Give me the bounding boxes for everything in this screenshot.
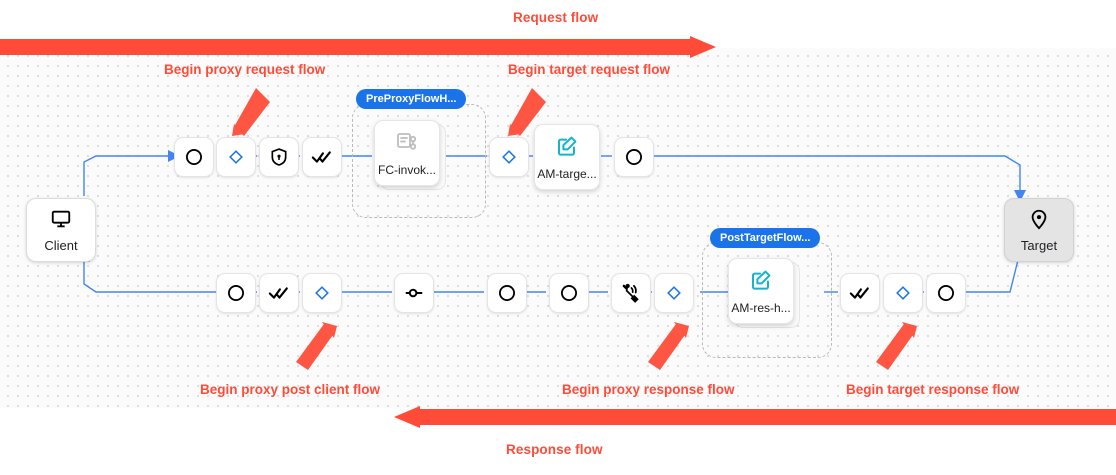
annotation-begin-target-request-flow: Begin target request flow — [508, 62, 671, 77]
annotation-begin-proxy-response-flow: Begin proxy response flow — [562, 382, 735, 397]
annotation-arrow-4 — [648, 322, 689, 370]
request-node-diamond-1[interactable] — [216, 137, 256, 177]
response-node-circle-1[interactable] — [216, 273, 256, 313]
policy-card-am-target[interactable]: AM-targe... — [534, 124, 600, 190]
request-node-circle-2[interactable] — [614, 137, 654, 177]
response-node-diamond-2[interactable] — [654, 273, 694, 313]
double-check-icon — [849, 282, 871, 304]
annotation-arrow-2 — [508, 88, 546, 136]
circle-icon — [936, 283, 956, 303]
request-node-shield-lock[interactable] — [259, 137, 299, 177]
monitor-icon — [50, 208, 72, 233]
response-node-circle-2[interactable] — [487, 273, 527, 313]
circle-icon — [226, 283, 246, 303]
endpoint-target[interactable]: Target — [1004, 198, 1074, 262]
location-pin-icon — [1028, 208, 1050, 233]
flow-callout-icon — [395, 130, 419, 157]
policy-card-fc-invoke[interactable]: FC-invok... — [374, 120, 440, 186]
annotation-arrow-3 — [296, 322, 337, 370]
request-node-diamond-2[interactable] — [489, 137, 529, 177]
shield-lock-icon — [269, 147, 289, 167]
request-flow-bar — [0, 36, 1116, 58]
response-flow-label: Response flow — [506, 442, 603, 457]
request-node-double-check-1[interactable] — [302, 137, 342, 177]
circle-icon — [559, 283, 579, 303]
circle-icon — [497, 283, 517, 303]
assign-message-icon — [749, 268, 773, 295]
response-node-double-check-1[interactable] — [259, 273, 299, 313]
diamond-icon — [227, 148, 245, 166]
endpoint-target-label: Target — [1020, 237, 1058, 253]
key-icon — [403, 282, 425, 304]
spike-arrest-icon — [620, 282, 642, 304]
endpoint-client-label: Client — [44, 237, 78, 253]
double-check-icon — [311, 146, 333, 168]
assign-message-icon — [555, 134, 579, 161]
policy-card-am-target-label: AM-targe... — [537, 166, 597, 181]
diamond-icon — [894, 284, 912, 302]
annotation-arrow-1 — [232, 88, 270, 136]
response-node-spike-arrest[interactable] — [611, 273, 651, 313]
circle-icon — [184, 147, 204, 167]
endpoint-client[interactable]: Client — [26, 198, 96, 262]
response-node-diamond-1[interactable] — [302, 273, 342, 313]
response-flow-bar — [0, 406, 1116, 428]
diamond-icon — [500, 148, 518, 166]
flow-canvas[interactable] — [0, 48, 1116, 408]
request-node-circle-1[interactable] — [174, 137, 214, 177]
request-flow-label: Request flow — [513, 10, 599, 25]
annotation-begin-proxy-post-client-flow: Begin proxy post client flow — [200, 382, 381, 397]
policy-card-am-res-h-label: AM-res-h... — [731, 300, 791, 315]
hook-group-post-target-flow-tag[interactable]: PostTargetFlow... — [710, 228, 821, 248]
diamond-icon — [313, 284, 331, 302]
response-node-diamond-3[interactable] — [883, 273, 923, 313]
response-node-double-check-2[interactable] — [840, 273, 880, 313]
circle-icon — [624, 147, 644, 167]
policy-card-am-res-h[interactable]: AM-res-h... — [728, 258, 794, 324]
policy-card-fc-invoke-label: FC-invok... — [377, 162, 436, 177]
diamond-icon — [665, 284, 683, 302]
response-node-circle-4[interactable] — [926, 273, 966, 313]
annotation-begin-proxy-request-flow: Begin proxy request flow — [164, 62, 326, 77]
annotation-arrow-5 — [876, 322, 917, 370]
double-check-icon — [268, 282, 290, 304]
hook-group-pre-proxy-flow-tag[interactable]: PreProxyFlowH... — [356, 89, 467, 109]
response-node-circle-3[interactable] — [549, 273, 589, 313]
response-node-key[interactable] — [394, 273, 434, 313]
annotation-begin-target-response-flow: Begin target response flow — [846, 382, 1020, 397]
